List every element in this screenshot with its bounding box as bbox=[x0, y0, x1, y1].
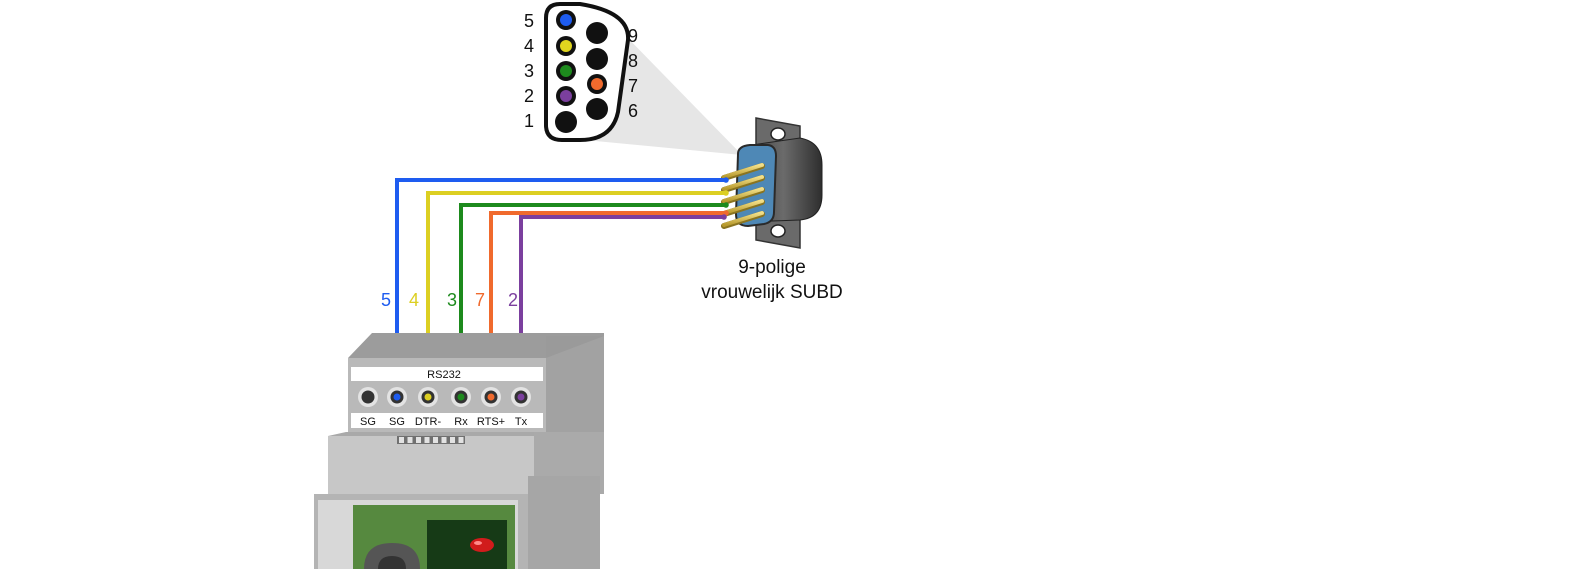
terminal-label: Tx bbox=[515, 416, 528, 428]
vent-slots bbox=[397, 436, 465, 444]
wire-2-end bbox=[721, 214, 727, 220]
terminal-wire-end bbox=[487, 393, 495, 401]
subd-pin bbox=[722, 163, 764, 179]
wire-label-4: 4 bbox=[409, 290, 419, 310]
face-pin-2 bbox=[560, 90, 572, 102]
face-pin-4 bbox=[560, 40, 572, 52]
pin-number-4: 4 bbox=[524, 36, 534, 56]
subd-pin bbox=[722, 175, 764, 191]
face-pin-6 bbox=[586, 98, 608, 120]
module-chip bbox=[427, 520, 507, 569]
vent-slot bbox=[407, 437, 413, 443]
wire-4-end bbox=[723, 190, 729, 196]
terminal-label-strip bbox=[351, 413, 543, 428]
subd-pin bbox=[722, 211, 764, 227]
subd-connector bbox=[721, 117, 823, 249]
terminal-wire-end bbox=[457, 393, 465, 401]
connector-caption-line1: 9-polige bbox=[738, 257, 806, 278]
pin-number-5: 5 bbox=[524, 11, 534, 31]
status-led bbox=[470, 538, 494, 552]
vent-slot bbox=[458, 437, 464, 443]
wire-4 bbox=[426, 191, 726, 397]
pin-number-6: 6 bbox=[628, 101, 638, 121]
connector-caption-line2: vrouwelijk SUBD bbox=[701, 282, 842, 303]
terminal-label: RTS+ bbox=[477, 416, 505, 428]
rs232-header-strip bbox=[351, 367, 543, 381]
pin-number-9: 9 bbox=[628, 26, 638, 46]
pin-number-7: 7 bbox=[628, 76, 638, 96]
terminal-screw bbox=[361, 390, 375, 404]
wire-label-3: 3 bbox=[447, 290, 457, 310]
terminal-label: DTR- bbox=[415, 416, 442, 428]
vent-slot bbox=[399, 437, 404, 443]
terminal-label: SG bbox=[389, 416, 405, 428]
terminal-wire-end bbox=[424, 393, 432, 401]
terminal-label: Rx bbox=[454, 416, 468, 428]
module-top bbox=[348, 333, 604, 358]
wire-5-end bbox=[723, 177, 729, 183]
terminal-label: SG bbox=[360, 416, 376, 428]
subd-screw-hole-top bbox=[770, 127, 786, 141]
terminal-wire-end bbox=[393, 393, 401, 401]
pin-number-1: 1 bbox=[524, 111, 534, 131]
connector-face: 5 4 3 2 1 9 8 7 6 bbox=[524, 2, 638, 142]
vent-slot bbox=[433, 437, 438, 443]
face-pin-1 bbox=[555, 111, 577, 133]
face-pin-8 bbox=[586, 48, 608, 70]
vent-slot bbox=[416, 437, 421, 443]
pin-number-8: 8 bbox=[628, 51, 638, 71]
wire-label-5: 5 bbox=[381, 290, 391, 310]
face-pin-5 bbox=[560, 14, 572, 26]
face-pin-7 bbox=[591, 78, 603, 90]
face-pin-3 bbox=[560, 65, 572, 77]
face-pin-9 bbox=[586, 22, 608, 44]
status-led-highlight bbox=[474, 541, 482, 545]
terminal-wire-end bbox=[517, 393, 525, 401]
wire-5 bbox=[395, 178, 726, 396]
subd-pin bbox=[722, 187, 764, 203]
subd-pin bbox=[722, 199, 764, 215]
pin-number-2: 2 bbox=[524, 86, 534, 106]
wire-label-7: 7 bbox=[475, 290, 485, 310]
wire-3-end bbox=[723, 202, 729, 208]
pin-number-3: 3 bbox=[524, 61, 534, 81]
wire-label-2: 2 bbox=[508, 290, 518, 310]
rs232-header-label: RS232 bbox=[427, 369, 461, 381]
vent-slot bbox=[441, 437, 447, 443]
vent-slot bbox=[424, 437, 430, 443]
module-middle-top bbox=[328, 432, 546, 436]
vent-slot bbox=[450, 437, 455, 443]
module-lower-side bbox=[528, 476, 600, 569]
subd-screw-hole-bottom bbox=[770, 224, 786, 238]
rs232-module: RS232 SG SG DTR- Rx RTS+ Tx bbox=[314, 333, 604, 569]
module-middle bbox=[328, 436, 534, 494]
